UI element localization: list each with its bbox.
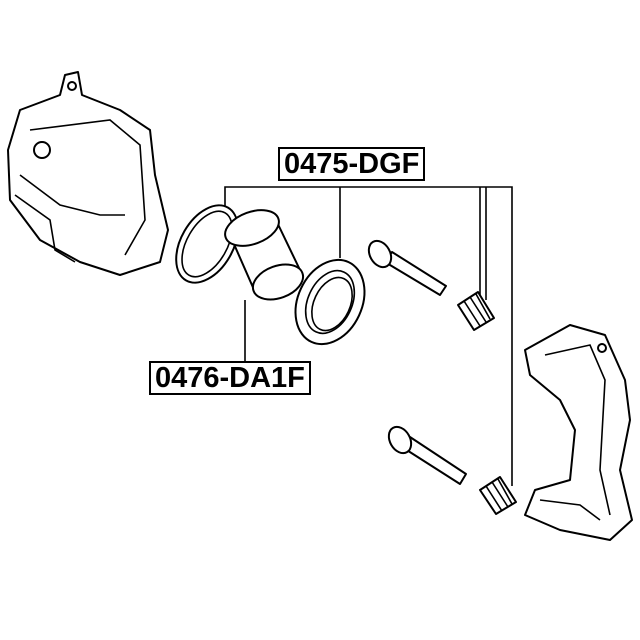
piston-seal [294, 258, 366, 346]
guide-pin-upper [367, 239, 447, 296]
caliper-bracket [524, 324, 633, 541]
leader-lines [224, 186, 513, 486]
piston-part-number-label: 0476-DA1F [149, 361, 311, 395]
guide-pin-lower [387, 425, 467, 485]
pin-boot-lower [479, 476, 517, 515]
caliper-housing [7, 71, 169, 276]
seal-kit-part-number-label: 0475-DGF [278, 147, 426, 181]
dust-boot-ring [175, 204, 239, 284]
piston [224, 209, 305, 301]
pin-boot-upper [457, 291, 495, 331]
